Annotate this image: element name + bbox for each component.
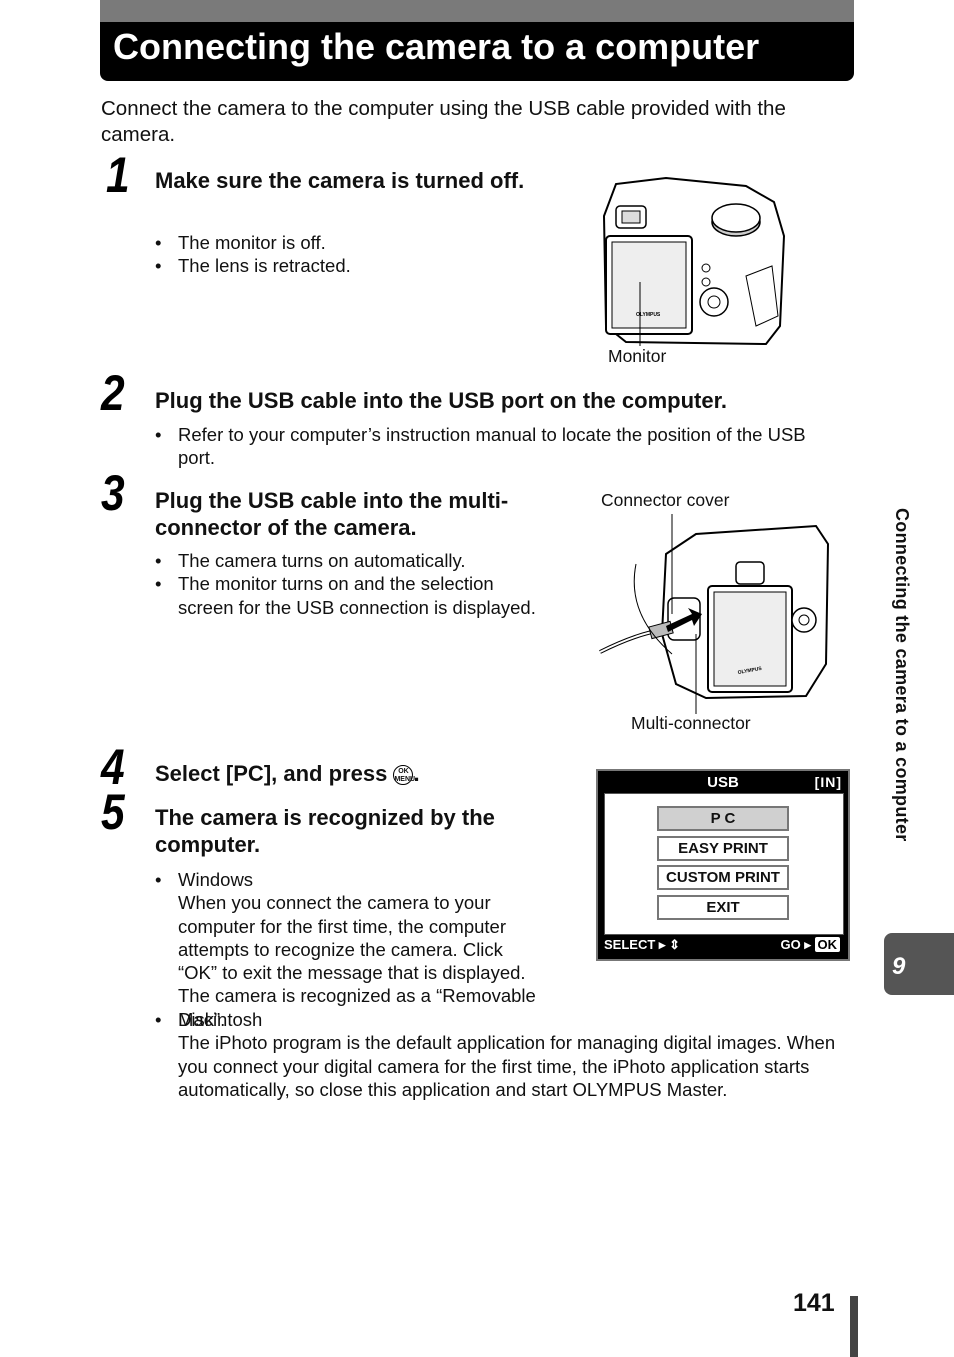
usb-option-easy-print[interactable]: EASY PRINT [657, 836, 789, 861]
mac-bullet: Macintosh The iPhoto program is the defa… [155, 1008, 855, 1101]
step-5-number: 5 [101, 784, 125, 840]
connector-cover-caption: Connector cover [601, 490, 730, 510]
step-3-number: 3 [101, 465, 125, 521]
step-4-number: 4 [101, 739, 125, 795]
intro-text: Connect the camera to the computer using… [101, 97, 786, 146]
camera-brand-text: OLYMPUS [737, 666, 763, 676]
monitor-caption: Monitor [608, 346, 667, 366]
step-1-bullets: The monitor is off. The lens is retracte… [155, 231, 545, 278]
ok-label: OK [814, 937, 840, 952]
chapter-tab: 9 [884, 933, 954, 995]
arrow-right-icon: ▸ [658, 937, 666, 952]
step-2-bullets: Refer to your computer’s instruction man… [155, 423, 845, 470]
step-3-heading: Plug the USB cable into the multi-connec… [155, 488, 509, 540]
camera-cable-illustration: OLYMPUS [599, 514, 830, 714]
step-1-bullet: The lens is retracted. [155, 254, 545, 278]
step-1-heading: Make sure the camera is turned off. [155, 168, 525, 193]
usb-option-pc[interactable]: P C [657, 806, 789, 831]
header-bar [100, 22, 854, 81]
up-down-icon: ⇕ [669, 937, 680, 952]
step-3-bullet: The monitor turns on and the selection s… [155, 572, 545, 619]
go-hint: GO ▸ OK [780, 937, 840, 953]
windows-label: Windows [178, 869, 254, 890]
usb-option-custom-print[interactable]: CUSTOM PRINT [657, 865, 789, 890]
mac-text: The iPhoto program is the default applic… [178, 1032, 836, 1100]
chapter-side-title: Connecting the camera to a computer [892, 508, 912, 842]
page-number-bar [850, 1296, 858, 1357]
windows-text-body: When you connect the camera to your comp… [178, 892, 536, 1030]
step-2-heading: Plug the USB cable into the USB port on … [155, 388, 728, 413]
step-1-number: 1 [106, 147, 130, 203]
windows-bullet: Windows When you connect the camera to y… [155, 868, 855, 1031]
step-5-heading: The camera is recognized by the computer… [155, 805, 495, 857]
step-2-bullet: Refer to your computer’s instruction man… [155, 423, 845, 470]
step-4-heading-text: Select [PC], and press [155, 761, 388, 786]
step-3-bullets: The camera turns on automatically. The m… [155, 549, 545, 619]
step-5-bullets: Windows When you connect the camera to y… [155, 868, 855, 1031]
mac-bullets: Macintosh The iPhoto program is the defa… [155, 1008, 855, 1101]
camera-back-illustration: OLYMPUS [602, 176, 786, 346]
arrow-right-icon: ▸ [804, 937, 811, 952]
usb-option-exit[interactable]: EXIT [657, 895, 789, 920]
camera-brand-text: OLYMPUS [636, 312, 661, 318]
usb-selection-screen: USB [IN] P C EASY PRINT CUSTOM PRINT EXI… [596, 769, 850, 961]
chapter-number: 9 [892, 953, 906, 980]
select-hint: SELECT ▸ ⇕ [604, 937, 680, 952]
internal-memory-badge: [IN] [814, 774, 842, 790]
page-title: Connecting the camera to a computer [113, 26, 760, 67]
usb-menu-area: P C EASY PRINT CUSTOM PRINT EXIT [604, 793, 844, 935]
step-3-bullet: The camera turns on automatically. [155, 549, 545, 573]
mac-label: Macintosh [178, 1009, 263, 1030]
step-1-bullet: The monitor is off. [155, 231, 545, 255]
multi-connector-caption: Multi-connector [631, 713, 751, 733]
header-strip [100, 0, 854, 24]
step-2-number: 2 [101, 365, 125, 421]
windows-text: When you connect the camera to your comp… [178, 891, 848, 1031]
page-number: 141 [793, 1289, 835, 1317]
usb-screen-title: USB [707, 774, 739, 791]
